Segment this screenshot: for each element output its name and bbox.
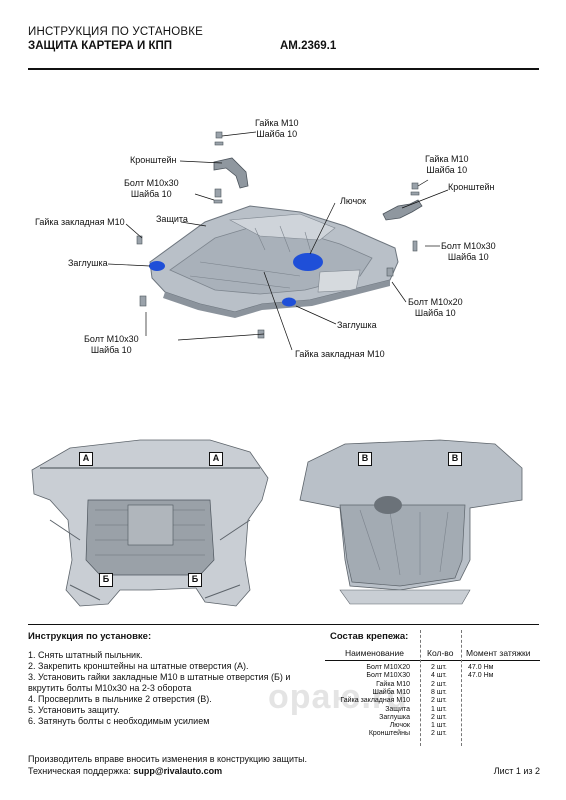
fastener-qty: 2 шт. [431, 664, 447, 671]
fastener-name: Болт М10Х30 [366, 672, 410, 680]
col-header-torque: Момент затяжки [466, 648, 531, 658]
step-6: 6. Затянуть болты с необходимым усилием [28, 716, 210, 726]
step-1: 1. Снять штатный пыльник. [28, 650, 143, 660]
callout-plug-left: Заглушка [68, 258, 108, 268]
marker-v-right-label: В [451, 453, 459, 463]
fastener-torque: 47.0 Нм [468, 664, 494, 671]
fastener-qty: 1 шт. [431, 722, 447, 730]
callout-bracket-left: Кронштейн [130, 155, 177, 165]
fastener-name: Гайка закладная М10 [340, 697, 410, 705]
fastener-qty: 8 шт. [431, 688, 447, 696]
fastener-name: Шайба М10 [372, 688, 410, 696]
vehicle-underside-left [31, 439, 269, 607]
callout-embedded-nut-bottom: Гайка закладная М10 [295, 349, 385, 359]
plug-bottom-marker [282, 297, 296, 307]
step-4: 4. Просверлить в пыльнике 2 отверстия (В… [28, 694, 212, 704]
fastener-name: Лючок [389, 722, 410, 730]
callout-hatch: Лючок [340, 196, 367, 206]
marker-b-left [99, 573, 113, 587]
fastener-name: Кронштейны [368, 730, 410, 738]
bracket-left-part [213, 157, 249, 189]
callout-guard: Защита [156, 214, 188, 224]
section-divider [28, 624, 539, 625]
support-label: Техническая поддержка: [28, 766, 131, 776]
marker-v-left-label: В [361, 453, 369, 463]
fasteners-col-divider-2 [461, 630, 462, 746]
fastener-qty: 1 шт. [431, 705, 447, 713]
fasteners-col-divider-1 [420, 630, 421, 746]
marker-a-left-label: А [82, 453, 90, 463]
callout-bracket-right: Кронштейн [448, 182, 495, 192]
footer-support: Техническая поддержка: supp@rivalauto.co… [28, 766, 222, 776]
document-title: ИНСТРУКЦИЯ ПО УСТАНОВКЕ [28, 26, 204, 38]
step-5: 5. Установить защиту. [28, 705, 120, 715]
fastener-name: Болт М10Х20 [366, 664, 410, 671]
exploded-view-drawing [107, 131, 449, 351]
fastener-qty: 2 шт. [431, 680, 447, 688]
marker-b-right-label: Б [191, 574, 199, 584]
support-email[interactable]: supp@rivalauto.com [133, 766, 223, 776]
guard-plate [149, 205, 399, 318]
fastener-qty: 2 шт. [431, 697, 447, 705]
col-header-qty: Кол-во [427, 648, 454, 658]
marker-a-right [209, 452, 223, 466]
page-number: Лист 1 из 2 [493, 766, 540, 776]
marker-a-right-label: А [212, 453, 220, 463]
marker-v-left [358, 452, 372, 466]
marker-b-right [188, 573, 202, 587]
fastener-name: Гайка М10 [376, 680, 410, 688]
callout-embedded-nut-left: Гайка закладная М10 [35, 217, 125, 227]
fasteners-header-rule [325, 660, 540, 661]
product-code: AM.2369.1 [280, 40, 337, 52]
step-2: 2. Закрепить кронштейны на штатные отвер… [28, 661, 249, 671]
step-3: 3. Установить гайки закладные М10 в штат… [28, 672, 291, 682]
fastener-qty: 2 шт. [431, 713, 447, 721]
fastener-qty: 4 шт. [431, 672, 447, 680]
fastener-qty: 2 шт. [431, 730, 447, 738]
plug-left-marker [149, 261, 165, 271]
marker-b-left-label: Б [102, 574, 110, 584]
footer-note: Производитель вправе вносить изменения в… [28, 754, 308, 764]
fastener-name: Защита [385, 705, 410, 713]
fastener-name: Заглушка [379, 713, 410, 721]
callout-plug-bottom: Заглушка [337, 320, 377, 330]
instructions-heading: Инструкция по установке: [28, 631, 152, 642]
hatch-marker [293, 253, 323, 271]
fasteners-heading: Состав крепежа: [330, 631, 409, 642]
step-3-cont: вкрутить болты М10х30 на 2-3 оборота [28, 683, 192, 693]
marker-a-left [79, 452, 93, 466]
fastener-torque: 47.0 Нм [468, 672, 494, 680]
vehicle-underside-right [299, 439, 523, 605]
header-divider [28, 68, 539, 70]
col-header-name: Наименование [345, 648, 404, 658]
watermark: ораю.ru [268, 678, 408, 716]
marker-v-right [448, 452, 462, 466]
product-name: ЗАЩИТА КАРТЕРА И КПП [28, 40, 173, 52]
bracket-right-part [382, 199, 423, 221]
